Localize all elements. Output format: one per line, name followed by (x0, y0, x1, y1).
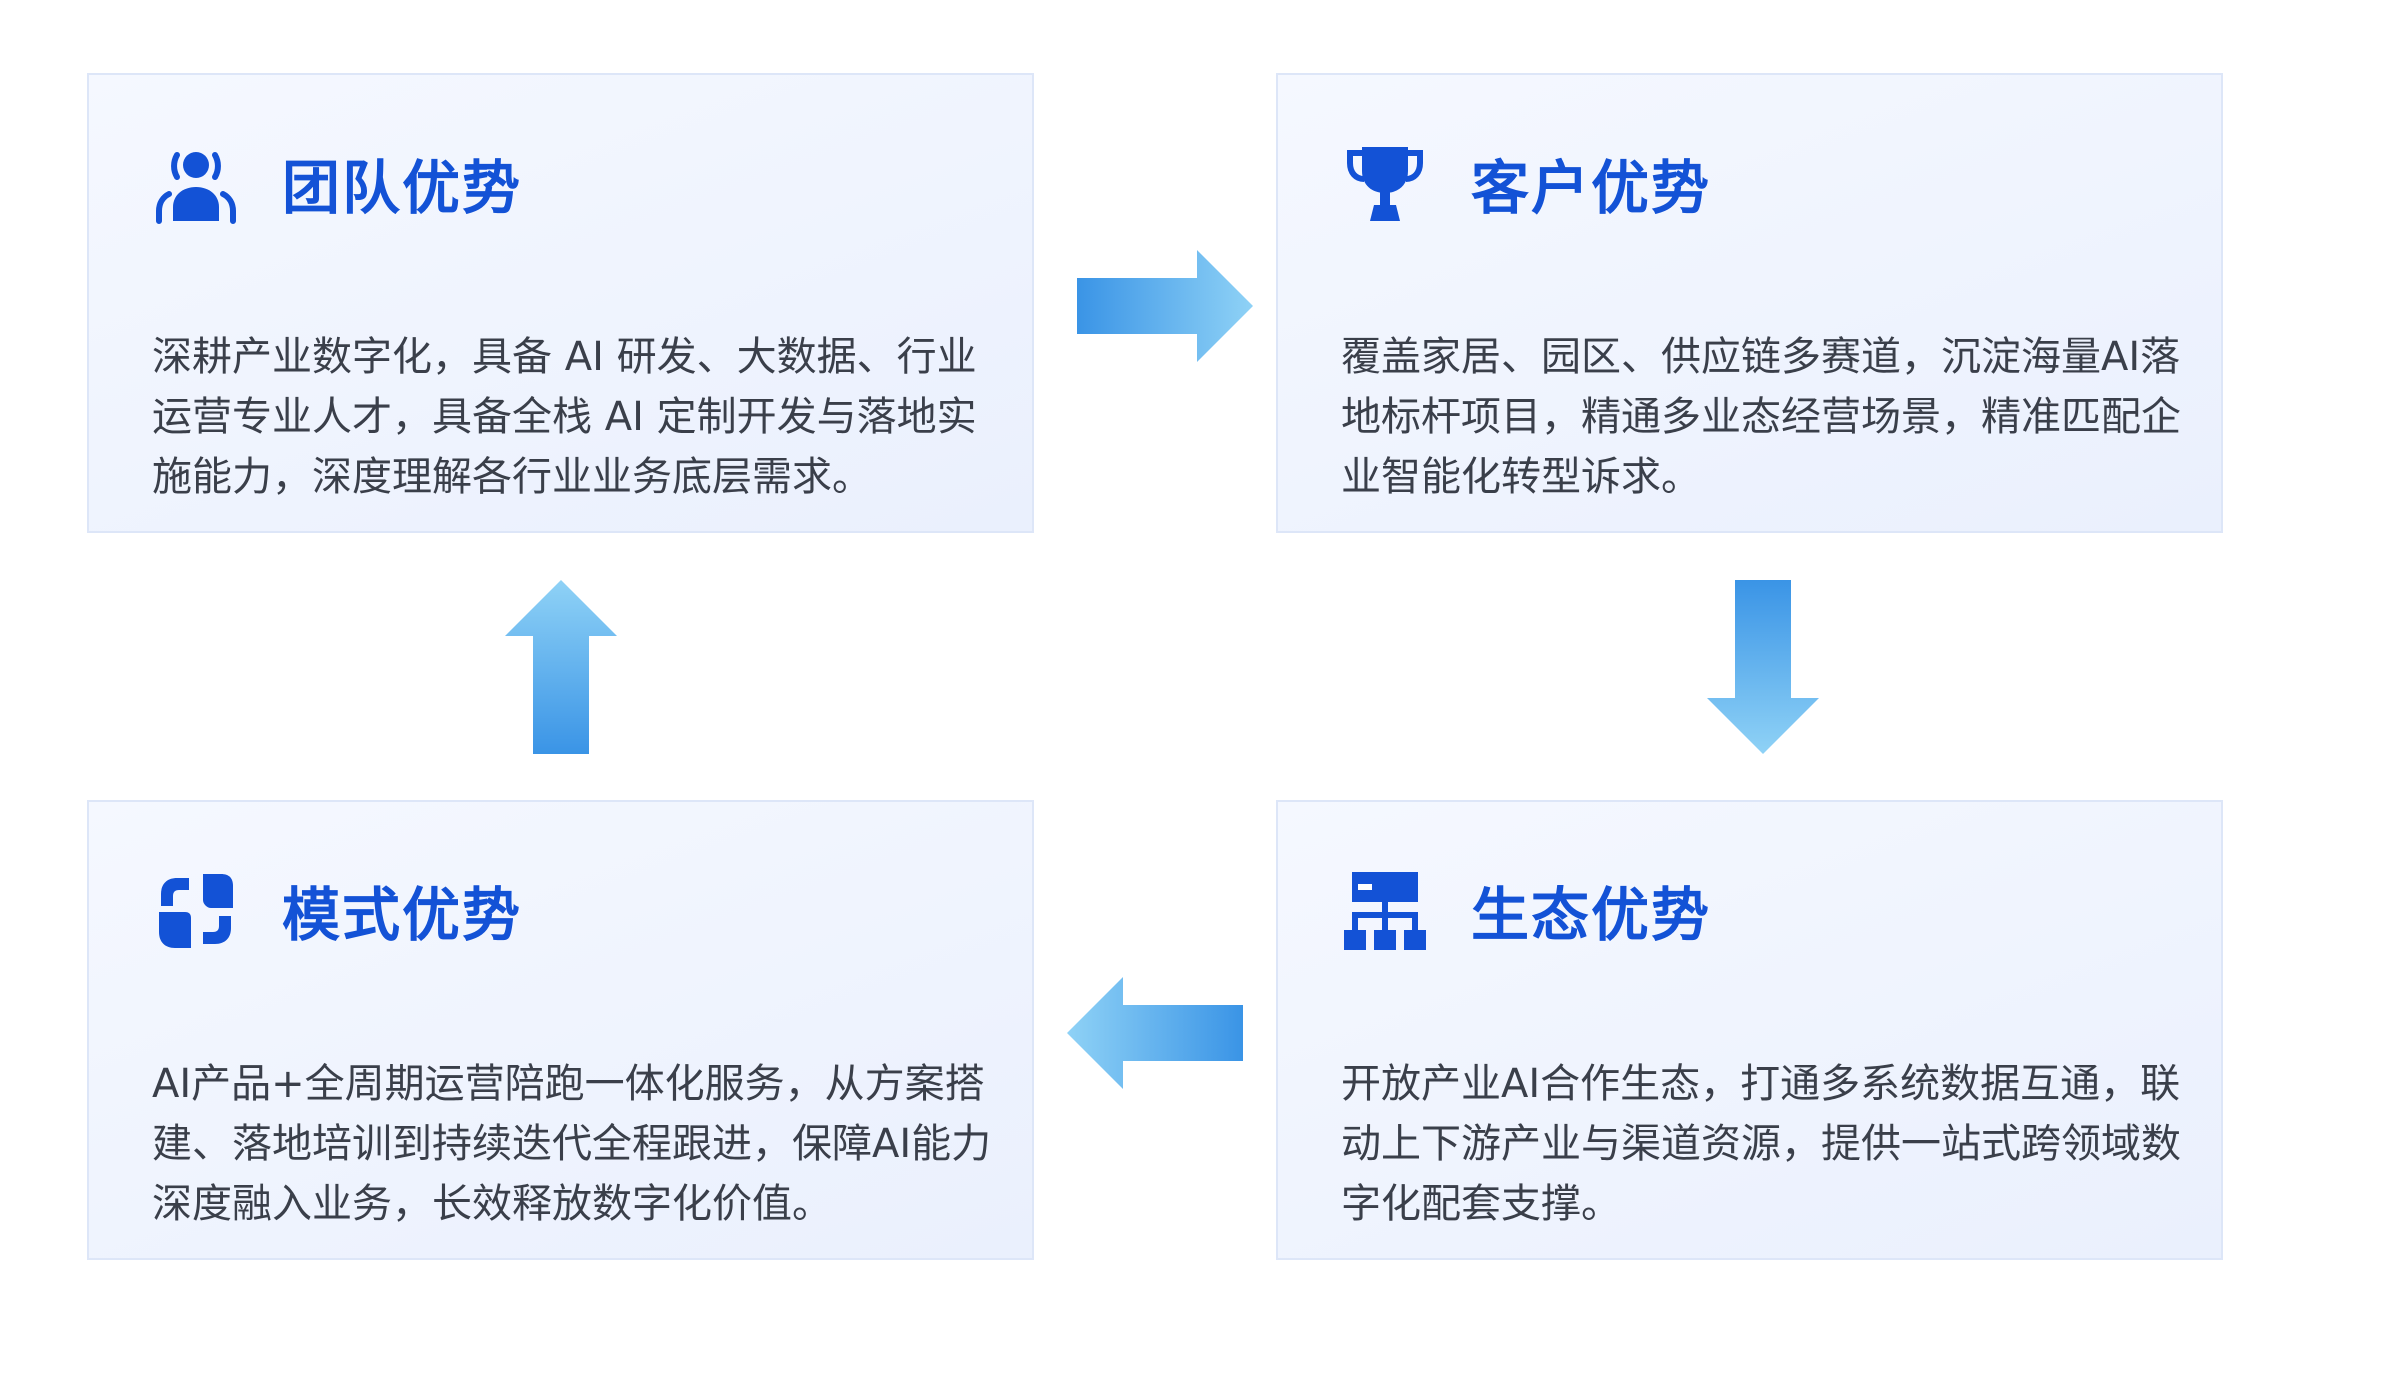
loop-model-icon (153, 868, 239, 954)
card-title: 生态优势 (1471, 881, 1712, 949)
arrow-left-icon (1065, 975, 1245, 1091)
card-description: 深耕产业数字化，具备 AI 研发、大数据、行业运营专业人才，具备全栈 AI 定制… (152, 334, 977, 500)
trophy-icon (1342, 141, 1428, 227)
org-structure-icon (1342, 868, 1428, 954)
card-description: AI产品+全周期运营陪跑一体化服务，从方案搭建、落地培训到持续迭代全程跟进，保障… (152, 1061, 992, 1227)
card-title: 客户优势 (1471, 154, 1712, 222)
arrow-up-icon (503, 578, 619, 756)
team-advantage-card: 团队优势 深耕产业数字化，具备 AI 研发、大数据、行业运营专业人才，具备全栈 … (87, 73, 1034, 533)
arrow-down-icon (1705, 578, 1821, 756)
card-description: 覆盖家居、园区、供应链多赛道，沉淀海量AI落地标杆项目，精通多业态经营场景，精准… (1341, 334, 2181, 500)
customer-advantage-card: 客户优势 覆盖家居、园区、供应链多赛道，沉淀海量AI落地标杆项目，精通多业态经营… (1276, 73, 2223, 533)
ecosystem-advantage-card: 生态优势 开放产业AI合作生态，打通多系统数据互通，联动上下游产业与渠道资源，提… (1276, 800, 2223, 1260)
card-title: 团队优势 (282, 154, 523, 222)
card-description: 开放产业AI合作生态，打通多系统数据互通，联动上下游产业与渠道资源，提供一站式跨… (1341, 1061, 2181, 1227)
arrow-right-icon (1075, 248, 1255, 364)
team-user-icon (153, 141, 239, 227)
model-advantage-card: 模式优势 AI产品+全周期运营陪跑一体化服务，从方案搭建、落地培训到持续迭代全程… (87, 800, 1034, 1260)
card-title: 模式优势 (282, 881, 523, 949)
